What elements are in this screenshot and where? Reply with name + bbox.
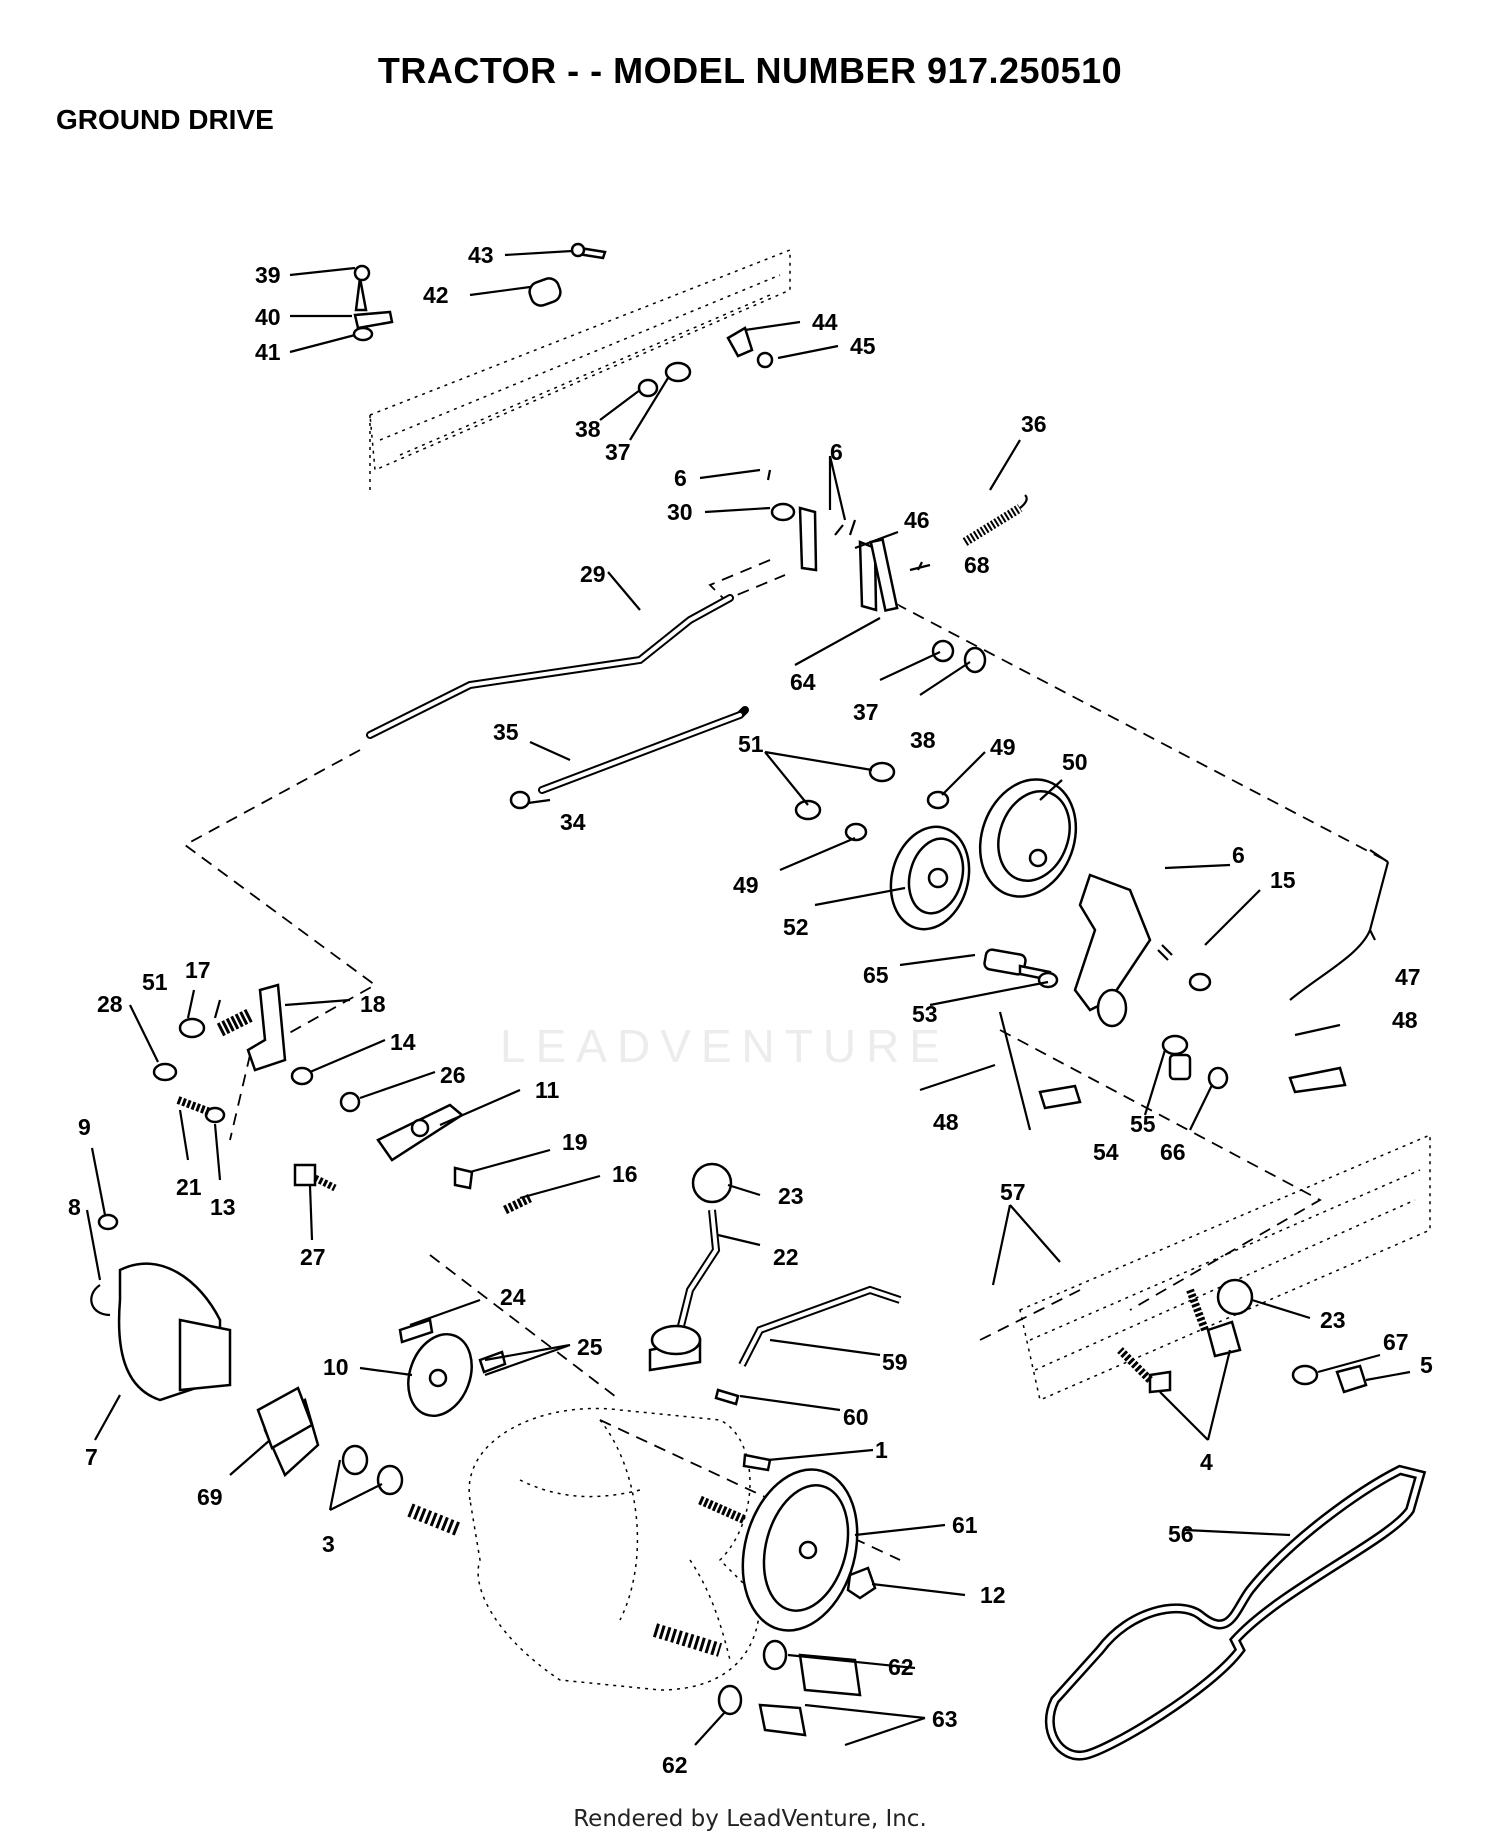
part-29-rod	[366, 594, 734, 739]
callout-8: 8	[68, 1194, 81, 1220]
part-35-rod	[509, 706, 749, 810]
part-callouts: 39 40 41 42 43 44 45 38 37 36 6 6 30 46 …	[68, 242, 1433, 1778]
callout-51b: 51	[142, 969, 168, 995]
callout-15: 15	[1270, 867, 1296, 893]
callout-46: 46	[904, 507, 930, 533]
callout-9: 9	[78, 1114, 91, 1140]
callout-6b: 6	[830, 439, 843, 465]
callout-12: 12	[980, 1582, 1006, 1608]
callout-64: 64	[790, 669, 816, 695]
frame-rail-top	[369, 248, 791, 495]
callout-47: 47	[1395, 964, 1421, 990]
callout-21: 21	[176, 1174, 202, 1200]
assembly-guide-lines	[183, 559, 1386, 1561]
callout-45: 45	[850, 333, 876, 359]
callout-1: 1	[875, 1437, 888, 1463]
callout-19: 19	[562, 1129, 588, 1155]
part-59-rod	[714, 1285, 902, 1406]
callout-55: 55	[1130, 1111, 1156, 1137]
callout-36: 36	[1021, 411, 1047, 437]
callout-37a: 37	[605, 439, 631, 465]
callout-51a: 51	[738, 731, 764, 757]
callout-10: 10	[323, 1354, 349, 1380]
callout-6a: 6	[674, 465, 687, 491]
callout-63: 63	[932, 1706, 958, 1732]
callout-23a: 23	[778, 1183, 804, 1209]
callout-49a: 49	[990, 734, 1016, 760]
callout-61: 61	[952, 1512, 978, 1538]
leader-lines	[85, 249, 1411, 1747]
upper-hardware	[352, 242, 987, 674]
pulley-assembly	[794, 761, 1390, 1110]
callout-23b: 23	[1320, 1307, 1346, 1333]
callout-3: 3	[322, 1531, 335, 1557]
callout-56: 56	[1168, 1521, 1194, 1547]
callout-62a: 62	[888, 1654, 914, 1680]
callout-57: 57	[1000, 1179, 1026, 1205]
part-56-drive-belt	[1044, 1464, 1427, 1761]
callout-66: 66	[1160, 1139, 1186, 1165]
callout-11: 11	[535, 1077, 560, 1103]
callout-59: 59	[882, 1349, 908, 1375]
callout-38b: 38	[910, 727, 936, 753]
callout-13: 13	[210, 1194, 236, 1220]
callout-6c: 6	[1232, 842, 1245, 868]
watermark-text: LEADVENTURE	[500, 1020, 950, 1072]
callout-53: 53	[912, 1001, 938, 1027]
callout-40: 40	[255, 304, 281, 330]
callout-48b: 48	[933, 1109, 959, 1135]
callout-17: 17	[185, 957, 211, 983]
callout-26: 26	[440, 1062, 466, 1088]
callout-18: 18	[360, 991, 386, 1017]
callout-65: 65	[863, 962, 889, 988]
callout-44: 44	[812, 309, 838, 335]
callout-68: 68	[964, 552, 990, 578]
callout-4: 4	[1200, 1449, 1213, 1475]
axle-hub-assembly	[90, 1213, 507, 1496]
callout-14: 14	[390, 1029, 416, 1055]
section-title: GROUND DRIVE	[56, 104, 274, 135]
callout-37b: 37	[853, 699, 879, 725]
callout-60: 60	[843, 1404, 869, 1430]
callout-5: 5	[1420, 1352, 1433, 1378]
callout-50: 50	[1062, 749, 1088, 775]
callout-38a: 38	[575, 416, 601, 442]
footer-credit: Rendered by LeadVenture, Inc.	[573, 1806, 927, 1832]
callout-34: 34	[560, 809, 586, 835]
callout-7: 7	[85, 1444, 98, 1470]
callout-42: 42	[423, 282, 449, 308]
callout-49b: 49	[733, 872, 759, 898]
callout-24: 24	[500, 1284, 526, 1310]
callout-52: 52	[783, 914, 809, 940]
lever-assembly	[152, 983, 532, 1215]
page-title: TRACTOR - - MODEL NUMBER 917.250510	[377, 50, 1123, 91]
callout-29: 29	[580, 561, 606, 587]
callout-48a: 48	[1392, 1007, 1418, 1033]
callout-25: 25	[577, 1334, 603, 1360]
callout-69: 69	[197, 1484, 223, 1510]
exploded-parts-diagram: LEADVENTURE	[68, 242, 1433, 1778]
frame-rail-right	[1019, 1133, 1431, 1402]
callout-27: 27	[300, 1244, 326, 1270]
callout-54: 54	[1093, 1139, 1119, 1165]
callout-43: 43	[468, 242, 494, 268]
callout-28: 28	[97, 991, 123, 1017]
transaxle-housing	[468, 1407, 761, 1691]
callout-62b: 62	[662, 1752, 688, 1778]
shift-lever-assembly	[648, 1162, 733, 1372]
callout-16: 16	[612, 1161, 638, 1187]
callout-35: 35	[493, 719, 519, 745]
callout-30: 30	[667, 499, 693, 525]
callout-67: 67	[1383, 1329, 1409, 1355]
callout-22: 22	[773, 1244, 799, 1270]
transaxle-pulley	[407, 1453, 877, 1737]
part-36-spring	[962, 494, 1028, 546]
callout-39: 39	[255, 262, 281, 288]
callout-41: 41	[255, 339, 281, 365]
right-hardware	[1117, 1278, 1368, 1394]
